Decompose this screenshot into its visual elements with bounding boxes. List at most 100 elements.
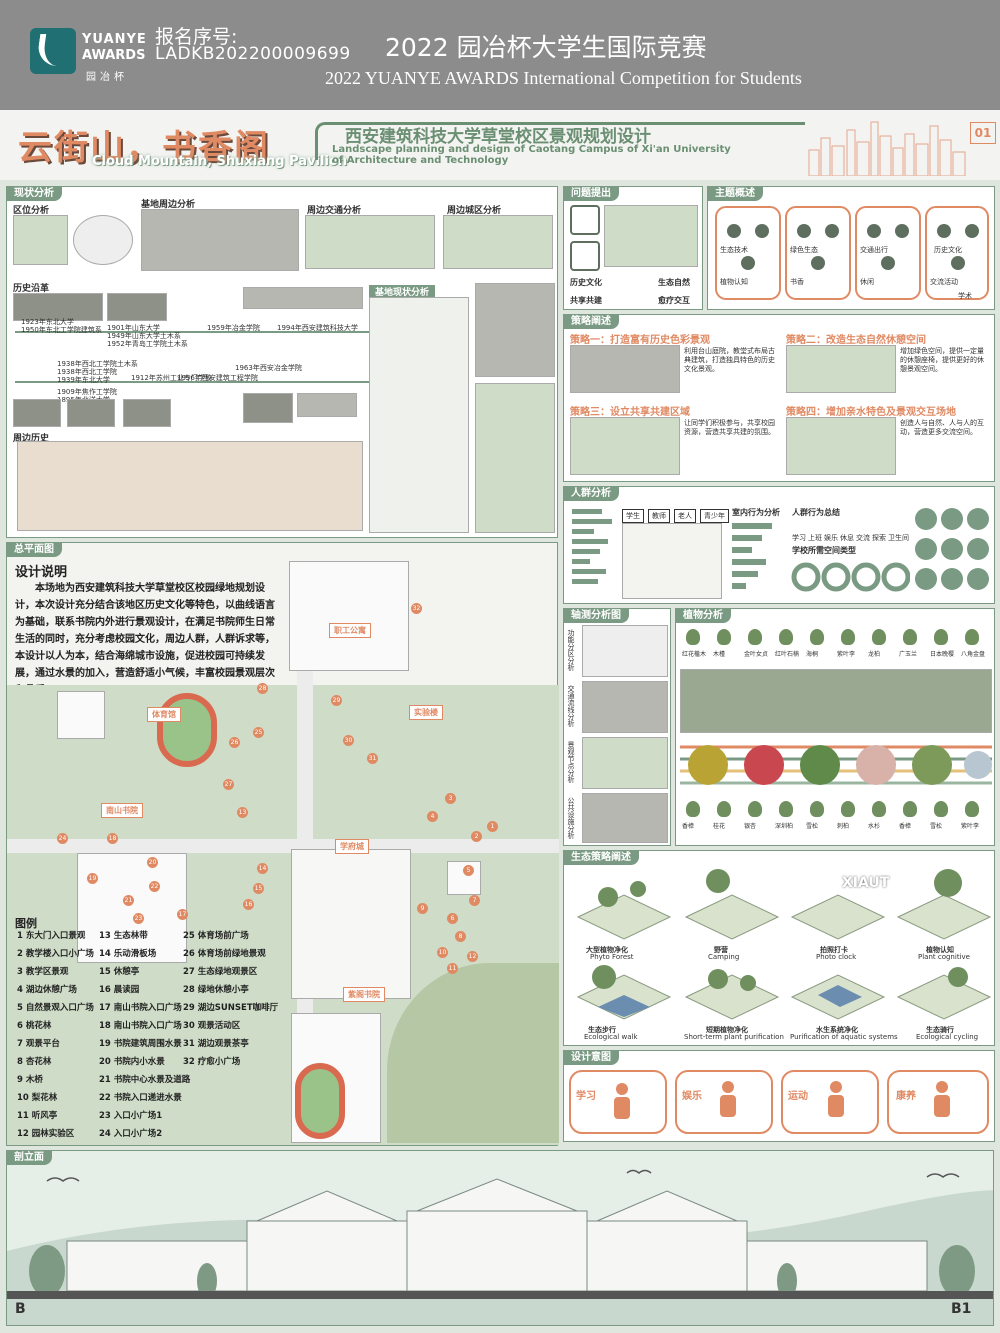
eco-label-en: Plant cognitive <box>918 953 970 961</box>
plant-tree-icon <box>748 629 762 645</box>
axon-label: 公共设施分析 <box>567 797 575 839</box>
nearby-history-illustration <box>17 441 363 531</box>
legend-item: 20 书院内小水景 <box>99 1057 165 1067</box>
urban-analysis-label: 周边城区分析 <box>447 206 502 216</box>
eco-label-zh: 野营 <box>714 946 728 954</box>
plan-node-marker: 13 <box>237 807 248 818</box>
plant-tree-icon <box>872 801 886 817</box>
design-intent-panel: 设计意图 学习 娱乐 运动 康养 <box>563 1050 995 1142</box>
history-photo-1 <box>13 293 103 321</box>
axon-landscape-nodes <box>582 737 668 789</box>
theme-panel: 主题概述 生态技术 绿色生态 交通出行 历史文化 植物认知 <box>707 186 995 310</box>
logo-text-awards: AWARDS <box>82 48 146 63</box>
problem-heading: 问题提出 <box>563 186 619 201</box>
history-item: 1938年西北工学院土木系 <box>57 360 138 368</box>
history-photo-8 <box>297 393 357 417</box>
plan-node-marker: 31 <box>367 753 378 764</box>
section-elevation-panel: 剖立面 B B1 <box>6 1150 994 1326</box>
plan-node-marker: 23 <box>133 913 144 924</box>
strategy-2-photo <box>786 345 896 393</box>
site-status-photos <box>475 383 555 533</box>
plant-name: 木槿 <box>713 651 726 658</box>
plan-node-marker: 22 <box>149 881 160 892</box>
activity-label: 交流 <box>856 534 870 542</box>
plant-tree-icon <box>686 801 700 817</box>
page-number: 01 <box>970 122 996 144</box>
project-subtitle-zh: 西安建筑科技大学草堂校区景观规划设计 <box>345 127 651 147</box>
legend-item: 15 休憩亭 <box>99 967 140 977</box>
yuanye-logo-icon <box>30 28 76 74</box>
problem-healing: 愈疗交互 <box>658 296 690 305</box>
strategy-3-title: 策略三：设立共享共建区域 <box>570 407 690 418</box>
eco-label-en: Ecological cycling <box>916 1033 979 1041</box>
tag-staff-apartment: 职工公寓 <box>329 623 371 638</box>
plant-name: 桂花 <box>713 823 726 830</box>
plant-name: 银杏 <box>744 823 757 830</box>
design-description-text: 本场地为西安建筑科技大学草堂校区校园绿地规划设计，本次设计充分结合该地区历史文化… <box>15 583 275 696</box>
crowd-panel: 人群分析 学生 教师 老人 青少年 室内行为分析 人群行为总结 学习 上班 娱乐… <box>563 486 995 604</box>
project-title-zh: 云街山，书香阁 <box>18 128 270 168</box>
legend-item: 16 晨读园 <box>99 985 140 995</box>
space-type-rings <box>791 562 910 592</box>
legend-item: 22 书院入口递进水景 <box>99 1093 182 1103</box>
eco-label-en: Photo clock <box>816 953 857 961</box>
legend-item: 11 听风亭 <box>17 1111 58 1121</box>
base-surrounding-label: 基地周边分析 <box>141 200 196 210</box>
tag-gymnasium: 体育馆 <box>147 707 181 722</box>
plan-node-marker: 12 <box>467 951 478 962</box>
behavior-summary-label: 人群行为总结 <box>792 508 840 517</box>
strategy-4-title: 策略四：增加亲水特色及景观交互场地 <box>786 407 956 418</box>
plan-node-marker: 30 <box>343 735 354 746</box>
plant-name: 龙柏 <box>868 651 881 658</box>
stadium-track <box>157 693 217 767</box>
city-skyline-illustration <box>808 121 966 176</box>
plan-cross-road <box>7 839 559 853</box>
plant-tree-icon <box>841 629 855 645</box>
location-analysis-label: 区位分析 <box>13 206 50 216</box>
history-item: 1923年东北大学 <box>21 318 74 326</box>
plan-node-marker: 17 <box>177 909 188 920</box>
plant-tree-icon <box>965 801 979 817</box>
plant-tree-icon <box>903 629 917 645</box>
activity-wellness: 康养 <box>896 1091 916 1102</box>
activity-label: 卫生间 <box>888 534 909 542</box>
history-item: 1956年西安建筑工程学院 <box>177 374 258 382</box>
strategy-2-text: 增加绿色空间，提供一定量的休憩座椅，提供更好的休憩景观空间。 <box>900 347 984 373</box>
plan-node-marker: 6 <box>447 913 458 924</box>
title-frame <box>315 122 805 160</box>
theme-icon-grid <box>715 206 989 300</box>
legend-item: 31 湖边观景茶亭 <box>183 1039 249 1049</box>
logo-text-yuanye: YUANYE <box>82 32 147 47</box>
history-item: 1959年冶金学院 <box>207 324 260 332</box>
crowd-teacher: 教师 <box>648 509 670 523</box>
legend-title: 图例 <box>15 917 37 930</box>
plant-name: 深圳柏 <box>775 823 794 830</box>
legend-item: 27 生态绿地观景区 <box>183 967 258 977</box>
plant-tree-icon <box>903 801 917 817</box>
tag-xuefu-city: 学府城 <box>335 839 369 854</box>
plant-name: 金叶女贞 <box>744 651 769 658</box>
crowd-pie-grid <box>915 508 989 590</box>
eco-label-zh: 短期植物净化 <box>706 1026 748 1034</box>
legend-item: 19 书院建筑周围水景 <box>99 1039 182 1049</box>
problem-ecology-nature: 生态自然 <box>658 278 690 287</box>
staff-apartment-building <box>289 561 409 671</box>
design-intent-heading: 设计意图 <box>563 1050 619 1065</box>
theme-label: 交通出行 <box>860 246 888 254</box>
legend-item: 10 梨花林 <box>17 1093 58 1103</box>
plant-name: 红花檵木 <box>682 651 707 658</box>
plant-name: 日本晚樱 <box>930 651 955 658</box>
plan-node-marker: 4 <box>427 811 438 822</box>
plan-node-marker: 20 <box>147 857 158 868</box>
base-surrounding-photos <box>141 209 299 271</box>
problem-panel: 问题提出 历史文化 生态自然 共享共建 愈疗交互 <box>563 186 703 310</box>
history-item: 1963年西安冶金学院 <box>235 364 302 372</box>
legend-item: 24 入口小广场2 <box>99 1129 163 1139</box>
plan-node-marker: 3 <box>445 793 456 804</box>
eco-isometric-illustrations <box>576 869 992 1020</box>
strategy-2-title: 策略二：改造生态自然休憩空间 <box>786 335 926 346</box>
axonometric-heading: 轴测分析图 <box>563 608 629 623</box>
legend-item: 8 杏花林 <box>17 1057 52 1067</box>
plant-name: 紫叶李 <box>961 823 980 830</box>
